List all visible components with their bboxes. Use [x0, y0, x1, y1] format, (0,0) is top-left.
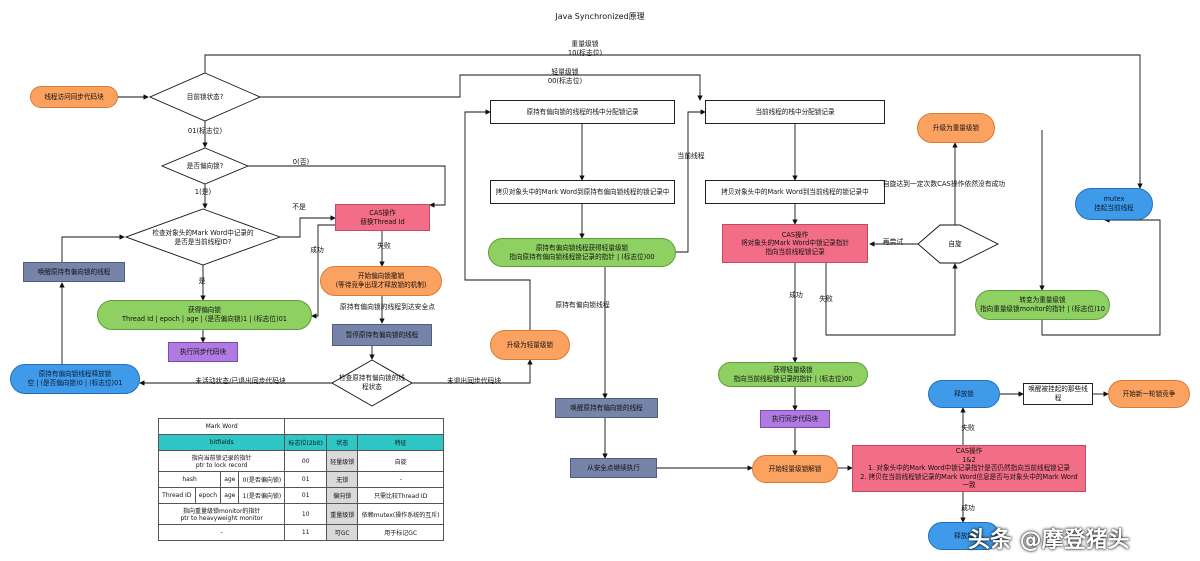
label-yes-1: 1(是): [194, 188, 212, 196]
markword-bits-cell: 指向重量级锁monitor的指针 ptr to heavyweight moni…: [157, 503, 286, 525]
wake-biased-node: 唤醒原持有偏向锁的线程: [23, 262, 125, 282]
markword-flag-cell: 11: [284, 524, 328, 541]
to-heavy-node: 转变为重量级锁 指向重量级锁monitor的指针 | (标志位)10: [975, 290, 1110, 320]
exec-sync-node-1: 执行同步代码块: [168, 342, 238, 362]
markword-feature-cell: -: [357, 471, 444, 488]
label-spin-note: 自旋达到一定次数CAS操作依然没有成功: [882, 180, 1006, 188]
markword-flag-cell: 00: [284, 450, 328, 472]
get-light-node: 获得轻量级锁 指向当前线程锁记录的指针 | (标志位)00: [718, 362, 868, 387]
markword-feature-cell: 自旋: [357, 450, 444, 472]
visit-sync-node: 线程访问同步代码块: [30, 86, 118, 108]
release-lock-node: 释放锁: [928, 380, 1000, 408]
orig-get-light-node: 原持有偏向锁线程获得轻量级锁 指向原持有偏向锁线程锁记录的指针 | (标志位)0…: [488, 238, 676, 267]
label-light-00: 轻量级锁 00(标志位): [547, 68, 583, 85]
label-heavy-10: 重量级锁 10(标志位): [567, 40, 603, 57]
label-fail-3: 失败: [961, 424, 975, 432]
markword-state-cell: 可GC: [326, 524, 359, 541]
markword-bits-cell: -: [157, 524, 286, 541]
upgrade-heavy-node: 升级为重量级锁: [917, 113, 995, 143]
label-cur-thread: 当前线程: [677, 152, 705, 160]
label-fail: 失败: [377, 242, 391, 250]
markword-flag-cell: 01: [284, 487, 328, 504]
markword-bits-cell: 指向当前锁记录的指针 ptr to lock record: [157, 450, 286, 472]
label-not-exited: 未退出同步代码块: [446, 377, 502, 385]
resume-safe-node: 从安全点继续执行: [570, 458, 657, 478]
markword-header-flag: 标志位(2bit): [284, 434, 328, 451]
markword-bits-cell: epoch: [194, 487, 222, 504]
markword-bits-cell: age: [220, 471, 240, 488]
markword-table: Mark Word bitfields 标志位(2bit) 状态 特征 指向当前…: [157, 418, 444, 541]
markword-bits-cell: hash: [157, 471, 222, 488]
label-retry: 再尝试: [882, 238, 904, 246]
markword-bits-cell: 0(是否偏向锁): [238, 471, 286, 488]
label-no-0: 0(否): [292, 158, 310, 166]
wake-suspended-node: 唤醒被挂起的那些线程: [1023, 383, 1093, 405]
label-flag-01: 01(标志位): [187, 127, 223, 135]
label-success: 成功: [310, 246, 324, 254]
markword-state-cell: 偏向锁: [326, 487, 359, 504]
markword-bits-cell: Thread ID: [158, 487, 196, 504]
upgrade-light-node: 升级为轻量级锁: [490, 330, 570, 360]
markword-header-feature: 特征: [357, 434, 444, 451]
markword-header-bitfields: bitfields: [157, 434, 286, 451]
exec-sync-node-2: 执行同步代码块: [760, 410, 830, 428]
markword-feature-cell: 用于标记GC: [357, 524, 444, 541]
check-thread-question: 检查对象头的Mark Word中记录的 是否是当前线程ID?: [152, 229, 254, 246]
markword-flag-cell: 01: [284, 471, 328, 488]
markword-bits-cell: 1(是否偏向锁): [238, 487, 286, 504]
cas-cur-node: CAS操作 将对象头的Mark Word中锁记录指针 指向当前线程锁记录: [722, 224, 868, 263]
markword-state-cell: 无锁: [326, 471, 359, 488]
alloc-orig-node: 原持有偏向锁的线程的栈中分配锁记录: [490, 100, 675, 124]
label-not-is: 不是: [292, 203, 306, 211]
label-orig-thread: 原持有偏向锁线程: [555, 301, 610, 309]
markword-bits-cell: age: [220, 487, 240, 504]
alloc-cur-node: 当前线程的栈中分配锁记录: [705, 100, 885, 124]
check-state-diamond: [331, 359, 413, 407]
mutex-node: mutex 挂起当前线程: [1075, 188, 1153, 220]
markword-feature-cell: 只需比较Thread ID: [357, 487, 444, 504]
markword-caption: Mark Word: [157, 418, 286, 435]
diagram-title: Java Synchronized原理: [555, 12, 645, 21]
label-reach-safepoint: 原持有偏向锁的线程到达安全点: [339, 303, 436, 311]
markword-header-state: 状态: [326, 434, 359, 451]
pause-biased-node: 暂停原持有偏向锁的线程: [332, 324, 432, 346]
markword-flag-cell: 10: [284, 503, 328, 525]
label-is: 是: [198, 277, 206, 285]
copy-orig-node: 拷贝对象头中的Mark Word到原持有偏向锁线程的锁记录中: [490, 180, 675, 204]
markword-state-cell: 重量级锁: [326, 503, 359, 525]
label-success-2: 成功: [789, 291, 803, 299]
get-biased-node: 获得偏向锁 Thread Id | epoch | age | (是否偏向锁)1…: [97, 300, 312, 330]
cas-unlock-node: CAS操作 1&2 1. 对象头中的Mark Word中锁记录指针是否仍然指向当…: [852, 445, 1086, 492]
markword-state-cell: 轻量级锁: [326, 450, 359, 472]
release-biased-node: 原持有偏向锁线程释放锁 空 | (是否偏向锁)0 | (标志位)01: [10, 364, 140, 394]
label-inactive-exited: 未活动状态/已退出同步代码块: [195, 377, 286, 385]
biased-question: 是否偏向锁?: [186, 161, 224, 170]
markword-feature-cell: 依赖mutex(操作系统的互斥): [357, 503, 444, 525]
release-lock-node-2: 释放锁: [928, 522, 1000, 550]
copy-cur-node: 拷贝对象头中的Mark Word到当前线程的锁记录中: [705, 180, 885, 204]
revoke-biased-node: 开始偏向锁撤销 (等待竞争出现才释放锁的机制): [320, 266, 442, 296]
label-fail-2: 失败: [819, 295, 833, 303]
label-success-3: 成功: [961, 504, 975, 512]
wake-orig-node: 唤醒原持有偏向锁的线程: [555, 398, 658, 418]
check-state-question: 检查原持有偏向锁的线 程状态: [339, 374, 405, 391]
watermark: 头条 @摩登猪头: [968, 528, 1130, 553]
start-unlock-node: 开始轻量级锁解锁: [752, 455, 838, 483]
new-compete-node: 开始新一轮锁竞争: [1108, 380, 1190, 408]
spin-node: 自旋: [948, 239, 962, 248]
lock-state-question: 目前锁状态?: [186, 92, 224, 101]
cas-replace-node: CAS操作 替换Thread Id: [335, 204, 430, 231]
